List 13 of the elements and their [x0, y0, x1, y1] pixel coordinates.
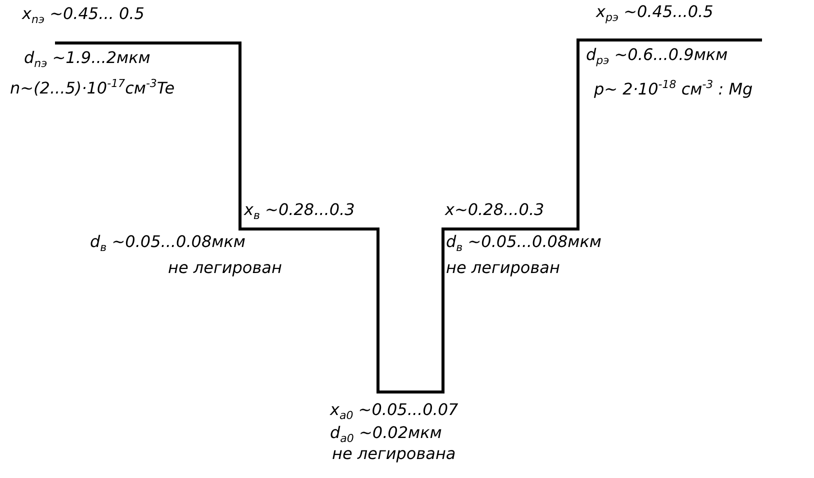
parameter-label: p∼ 2·10$^{-18}$ см$^{-3}$ : Mg	[594, 77, 753, 100]
parameter-label: d$_{в}$ ∼0.05...0.08мкм	[446, 232, 602, 256]
parameter-label: x$_{a0}$ ∼0.05...0.07	[330, 400, 458, 424]
parameter-label: d$_{pэ}$ ∼0.6...0.9мкм	[586, 45, 728, 70]
parameter-label: x$_{в}$ ∼0.28...0.3	[244, 200, 355, 224]
parameter-label: d$_{в}$ ∼0.05...0.08мкм	[90, 232, 246, 256]
parameter-label: x$_{pэ}$ ∼0.45...0.5	[596, 2, 714, 26]
parameter-label: x∼0.28...0.3	[445, 200, 544, 220]
parameter-label: d$_{nэ}$ ∼1.9...2мкм	[24, 48, 150, 72]
parameter-label: x$_{nэ}$ ∼0.45... 0.5	[22, 4, 144, 28]
parameter-label: не легирован	[446, 258, 560, 278]
parameter-label: не легирован	[168, 258, 282, 278]
parameter-label: n∼(2...5)·10$^{-17}$см$^{-3}$Te	[10, 76, 175, 98]
